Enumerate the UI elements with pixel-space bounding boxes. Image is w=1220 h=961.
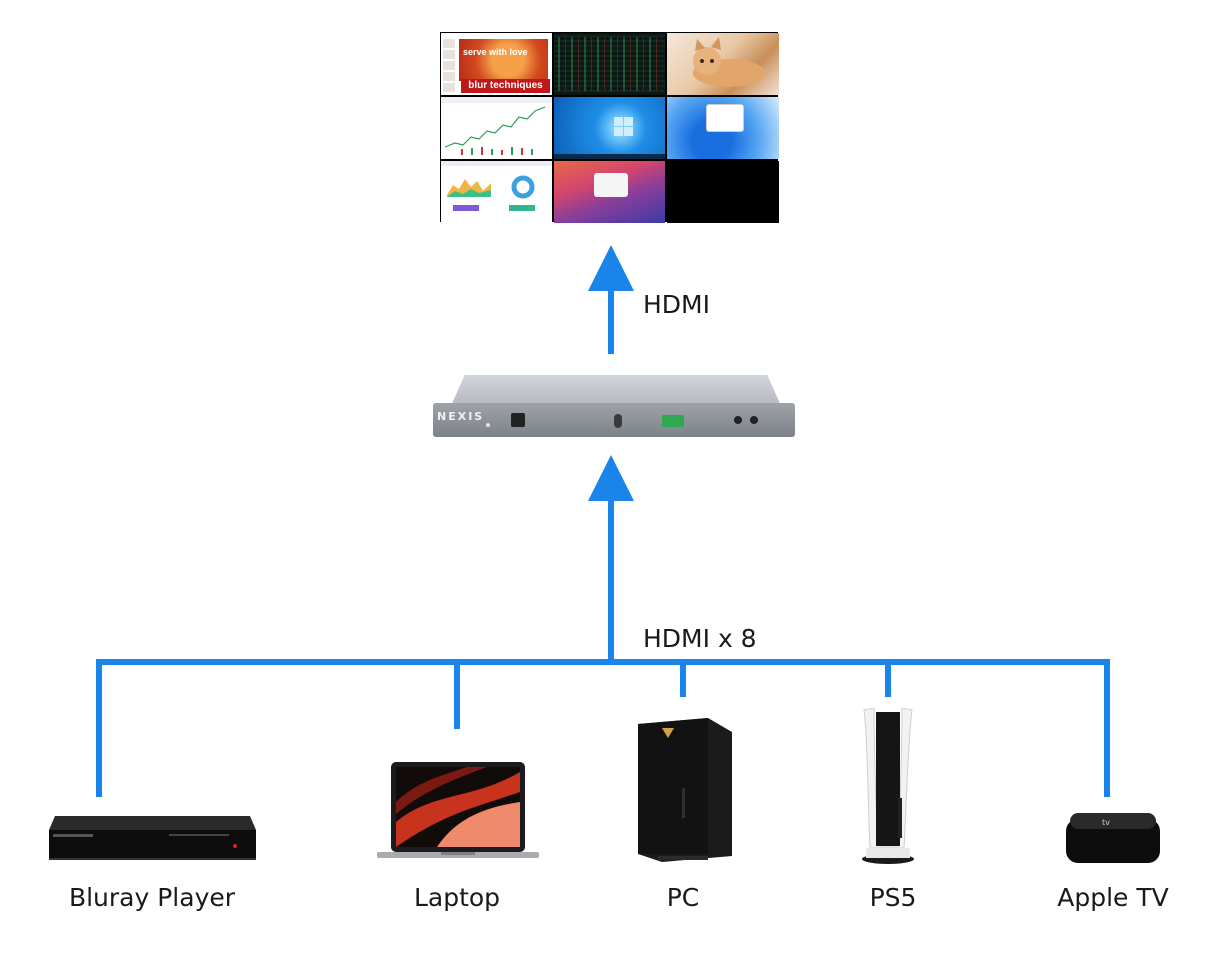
output-arrow-shaft — [608, 280, 614, 354]
power-led-icon — [486, 423, 490, 427]
hdmi-bus-line — [96, 659, 1110, 665]
dashboard-icon — [441, 161, 552, 211]
laptop-icon — [377, 762, 539, 858]
input-arrow-head — [588, 455, 634, 501]
brand-logo: NEXIS — [437, 410, 485, 423]
multiviewer-top — [450, 375, 782, 407]
display-tile-cat-photo — [667, 33, 779, 95]
windows-logo-icon — [554, 117, 665, 159]
pc-label: PC — [666, 883, 700, 912]
pc-connector — [680, 659, 686, 697]
slide-banner: blur techniques — [461, 79, 550, 93]
video-port-icon — [750, 416, 758, 424]
power-port-icon — [511, 413, 525, 427]
bluray-connector — [96, 659, 102, 797]
output-connection-label: HDMI — [643, 290, 710, 319]
laptop-label: Laptop — [413, 883, 501, 912]
cat-icon — [693, 37, 765, 87]
slide-thumbnails — [443, 39, 455, 93]
bluray-player-label: Bluray Player — [68, 883, 236, 912]
apple-tv-icon: tv — [1066, 813, 1160, 863]
display-tile-empty — [667, 161, 779, 223]
display-tile-presentation: serve with love blur techniques — [441, 33, 552, 95]
desktop-pc-icon — [638, 718, 732, 862]
display-tile-windows11 — [667, 97, 779, 159]
input-connection-label: HDMI x 8 — [643, 624, 757, 653]
output-arrow-head — [588, 245, 634, 291]
audio-port-icon — [734, 416, 742, 424]
display-tile-windows10 — [554, 97, 665, 159]
slide-title: serve with love — [463, 47, 528, 57]
multiview-display: serve with love blur techniques — [440, 32, 779, 223]
ps5-connector — [885, 659, 891, 697]
ps5-label: PS5 — [869, 883, 917, 912]
ir-port-icon — [614, 414, 622, 428]
display-tile-trading — [554, 33, 665, 95]
laptop-connector — [454, 659, 460, 729]
stock-chart-icon — [441, 97, 552, 155]
svg-text:tv: tv — [1102, 818, 1110, 827]
rs232-port-icon — [662, 415, 684, 427]
display-tile-stock-chart — [441, 97, 552, 159]
bluray-player-icon — [49, 816, 256, 860]
slide-food-image — [459, 39, 548, 81]
ps5-console-icon — [862, 708, 914, 864]
display-tile-macos — [554, 161, 665, 223]
input-arrow-shaft — [608, 490, 614, 663]
apple-tv-label: Apple TV — [1057, 883, 1169, 912]
appletv-connector — [1104, 659, 1110, 797]
display-tile-dashboard — [441, 161, 552, 223]
